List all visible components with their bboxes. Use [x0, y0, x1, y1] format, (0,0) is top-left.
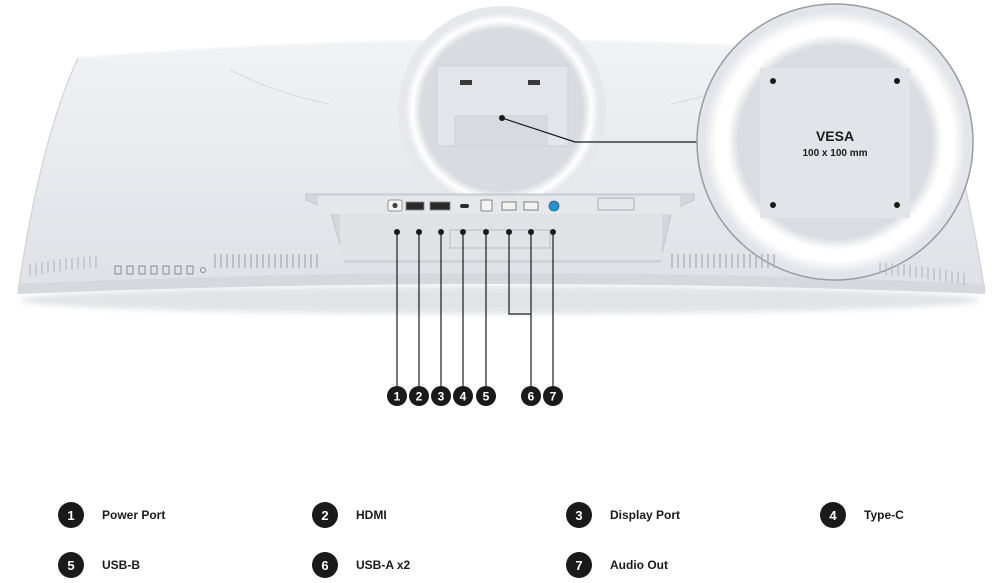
hdmi-port: [405, 201, 425, 211]
vents-left: [214, 254, 318, 268]
vesa-hole-br: [894, 202, 900, 208]
legend-label: Power Port: [102, 508, 166, 522]
legend-item-hdmi: 2 HDMI: [312, 501, 387, 529]
vesa-zoom-plate: [760, 68, 910, 218]
legend-label: Audio Out: [610, 558, 668, 572]
callout-badge-6: 6: [521, 386, 541, 406]
svg-text:5: 5: [483, 390, 490, 404]
legend-item-usb-a: 6 USB-A x2: [312, 551, 410, 579]
usb-b-port: [480, 199, 493, 212]
legend-label: USB-B: [102, 558, 140, 572]
legend-item-usb-b: 5 USB-B: [58, 551, 140, 579]
legend-badge: 3: [566, 502, 592, 528]
legend-badge: 7: [566, 552, 592, 578]
monitor-bottom-bezel: [18, 273, 985, 294]
svg-text:2: 2: [416, 390, 423, 404]
io-panel-lower: [340, 214, 662, 260]
callout-badge-5: 5: [476, 386, 496, 406]
type-c-port: [460, 204, 469, 208]
cable-clip: [449, 229, 551, 249]
legend-label: HDMI: [356, 508, 387, 522]
vents-far-left: [29, 256, 97, 276]
callout-badge-2: 2: [409, 386, 429, 406]
legend-label: USB-A x2: [356, 558, 411, 572]
monitor-shadow: [20, 286, 980, 314]
vesa-hole-tl: [770, 78, 776, 84]
svg-text:7: 7: [550, 390, 557, 404]
legend-badge: 5: [58, 552, 84, 578]
callout-leaders: [396, 232, 554, 386]
legend-badge: 6: [312, 552, 338, 578]
zoom-leader-line: [501, 117, 576, 143]
vesa-plate-slot-left: [460, 80, 472, 85]
legend-label: Type-C: [864, 508, 904, 522]
vesa-hole-tr: [894, 78, 900, 84]
svg-text:4: 4: [460, 390, 467, 404]
callout-anchor-dots: [394, 229, 556, 235]
vesa-title: VESA: [816, 128, 854, 144]
legend-badge: 2: [312, 502, 338, 528]
panel-detail-right: [597, 197, 635, 211]
svg-text:3: 3: [438, 390, 445, 404]
vents-far-right: [879, 262, 965, 285]
legend-badge: 1: [58, 502, 84, 528]
callout-badge-7: 7: [543, 386, 563, 406]
legend-label: Display Port: [610, 508, 681, 522]
usb-a-port-2: [523, 201, 539, 211]
legend-item-display-port: 3 Display Port: [566, 501, 680, 529]
callout-badge-4: 4: [453, 386, 473, 406]
vesa-hole-bl: [770, 202, 776, 208]
vesa-spec: 100 x 100 mm: [802, 148, 867, 159]
svg-text:6: 6: [528, 390, 535, 404]
osd-buttons: [114, 265, 206, 275]
svg-text:1: 1: [394, 390, 401, 404]
callout-badge-3: 3: [431, 386, 451, 406]
io-panel-face: [318, 196, 680, 214]
vents-right: [671, 254, 775, 268]
legend-item-power-port: 1 Power Port: [58, 501, 165, 529]
power-port: [387, 199, 403, 212]
legend-item-audio-out: 7 Audio Out: [566, 551, 668, 579]
callout-badge-1: 1: [387, 386, 407, 406]
contour-line-left: [229, 69, 331, 105]
audio-out-port: [548, 200, 560, 212]
vesa-plate-slot-right: [528, 80, 540, 85]
legend-badge: 4: [820, 502, 846, 528]
usb-a-port-1: [501, 201, 517, 211]
legend-item-type-c: 4 Type-C: [820, 501, 904, 529]
displayport-port: [429, 201, 451, 211]
